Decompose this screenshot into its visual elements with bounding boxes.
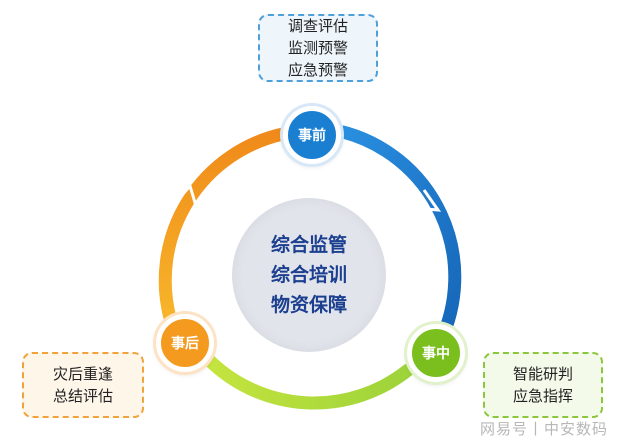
arc-green: [200, 351, 415, 410]
center-circle: 综合监管 综合培训 物资保障: [232, 198, 386, 352]
node-after: 事后: [156, 314, 214, 372]
arc-orange: [158, 127, 290, 325]
center-line: 物资保障: [270, 294, 347, 316]
node-during-label: 事中: [422, 346, 450, 362]
arrow-chevron-icon: [413, 189, 442, 212]
arrow-chevron-icon: [172, 182, 198, 207]
top-box-line: 应急预警: [287, 61, 348, 79]
arrow-chevron-icon: [282, 412, 305, 434]
watermark: 网易号丨中安数码: [479, 420, 608, 438]
center-line: 综合培训: [270, 264, 347, 286]
top-info-box: 调查评估 监测预警 应急预警: [258, 14, 378, 82]
left-info-box: 灾后重逢 总结评估: [22, 352, 144, 418]
node-after-label: 事后: [171, 336, 199, 352]
node-before: 事前: [283, 106, 341, 164]
left-box-line: 总结评估: [52, 387, 113, 405]
right-box-line: 应急指挥: [512, 387, 573, 405]
arc-blue: [336, 125, 462, 349]
left-box-line: 灾后重逢: [52, 365, 113, 383]
node-during: 事中: [407, 324, 465, 382]
center-line: 综合监管: [270, 234, 347, 256]
node-before-label: 事前: [298, 128, 326, 144]
right-box-line: 智能研判: [512, 365, 573, 383]
top-box-line: 监测预警: [287, 39, 348, 57]
right-info-box: 智能研判 应急指挥: [483, 352, 603, 418]
top-box-line: 调查评估: [287, 17, 348, 35]
